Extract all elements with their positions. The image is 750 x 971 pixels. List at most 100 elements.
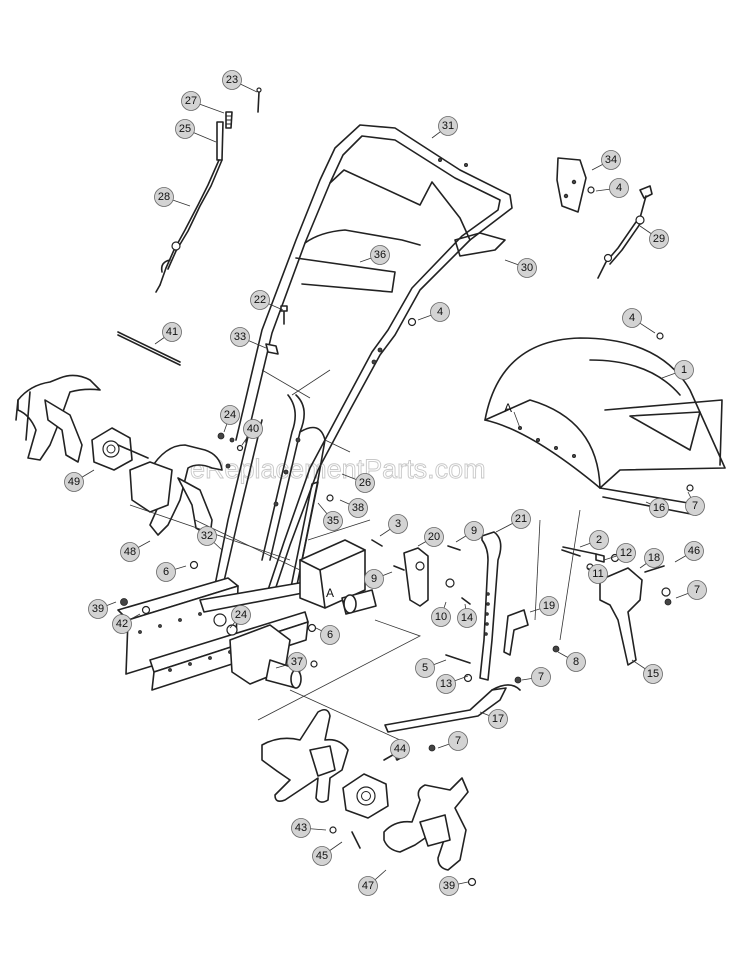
callout-circle xyxy=(222,70,242,90)
callout-label: 9 xyxy=(371,573,377,585)
callout-label: 6 xyxy=(327,629,333,641)
callout-label: 27 xyxy=(185,95,197,107)
callout-circle xyxy=(291,818,311,838)
callout-circle xyxy=(649,498,669,518)
callout-circle xyxy=(355,473,375,493)
callout-circle xyxy=(64,472,84,492)
callout-label: 10 xyxy=(435,611,447,623)
callout-label: 12 xyxy=(620,547,632,559)
callout-label: 17 xyxy=(492,713,504,725)
callout-circle xyxy=(287,652,307,672)
callout-circle xyxy=(464,521,484,541)
callout-circle xyxy=(448,731,468,751)
callout-circle xyxy=(430,302,450,322)
callout-label: 44 xyxy=(394,743,406,755)
watermark-text: eReplacementParts.com xyxy=(190,454,486,484)
callout-label: 4 xyxy=(629,312,635,324)
callout-label: 13 xyxy=(440,678,452,690)
callout-label: 49 xyxy=(68,476,80,488)
callout-circle xyxy=(649,229,669,249)
callout-circle xyxy=(517,258,537,278)
callout-label: 26 xyxy=(359,477,371,489)
callout-label: 48 xyxy=(124,546,136,558)
callout-label: 33 xyxy=(234,331,246,343)
tine-guard xyxy=(484,332,726,516)
callout-label: 24 xyxy=(224,409,236,421)
drag-bar xyxy=(384,684,521,733)
callout-label: 42 xyxy=(116,618,128,630)
reference-letter-a-transmission: A xyxy=(326,586,334,600)
callout-circle xyxy=(220,405,240,425)
callout-label: 16 xyxy=(653,502,665,514)
callout-circle xyxy=(566,652,586,672)
callout-label: 24 xyxy=(235,609,247,621)
callout-circle xyxy=(424,527,444,547)
callout-label: 9 xyxy=(471,525,477,537)
small-hardware-left xyxy=(117,305,288,366)
callout-label: 22 xyxy=(254,294,266,306)
callout-label: 8 xyxy=(573,656,579,668)
callout-circle xyxy=(323,511,343,531)
callout-label: 30 xyxy=(521,262,533,274)
callout-circle xyxy=(388,514,408,534)
callout-circle xyxy=(250,290,270,310)
callout-circle xyxy=(685,496,705,516)
callout-label: 4 xyxy=(437,306,443,318)
callout-circle xyxy=(370,245,390,265)
callout-circle xyxy=(531,667,551,687)
callout-label: 14 xyxy=(461,612,473,624)
callout-circle xyxy=(439,876,459,896)
callout-label: 36 xyxy=(374,249,386,261)
throttle-cable-assembly xyxy=(155,87,262,293)
callout-label: 21 xyxy=(515,513,527,525)
callout-circle xyxy=(231,605,251,625)
callout-circle xyxy=(390,739,410,759)
callout-circle xyxy=(197,526,217,546)
callout-circle xyxy=(156,562,176,582)
tine-assembly-left xyxy=(15,374,223,537)
callout-label: 47 xyxy=(362,880,374,892)
callout-label: 40 xyxy=(247,423,259,435)
callout-label: 46 xyxy=(688,545,700,557)
callout-circle xyxy=(162,322,182,342)
callout-circle xyxy=(175,119,195,139)
callout-label: 23 xyxy=(226,74,238,86)
handle-column xyxy=(213,394,326,593)
callout-circle xyxy=(358,876,378,896)
callout-label: 29 xyxy=(653,233,665,245)
handle-bar xyxy=(235,124,513,591)
callout-circle xyxy=(644,548,664,568)
callout-circle xyxy=(320,625,340,645)
callout-label: 19 xyxy=(543,600,555,612)
callout-circle xyxy=(438,116,458,136)
callout-circle xyxy=(622,308,642,328)
callout-circle xyxy=(112,614,132,634)
callout-circle xyxy=(415,658,435,678)
callout-label: 11 xyxy=(592,568,603,580)
callout-label: 5 xyxy=(422,662,428,674)
callout-circle xyxy=(230,327,250,347)
callout-label: 35 xyxy=(327,515,339,527)
callout-label: 43 xyxy=(295,822,307,834)
callout-label: 32 xyxy=(201,530,213,542)
callout-circle xyxy=(589,530,609,550)
callout-label: 18 xyxy=(648,552,660,564)
callout-label: 1 xyxy=(681,364,687,376)
callout-label: 38 xyxy=(352,502,364,514)
callout-label: 25 xyxy=(179,123,191,135)
callout-circle xyxy=(511,509,531,529)
callout-circle xyxy=(436,674,456,694)
callout-label: 4 xyxy=(616,182,622,194)
callout-circle xyxy=(181,91,201,111)
callout-circle xyxy=(674,360,694,380)
callout-label: 7 xyxy=(692,500,698,512)
choke-cable xyxy=(597,185,653,279)
tine-assembly-bottom xyxy=(261,708,477,887)
callout-circle xyxy=(154,187,174,207)
callout-label: 45 xyxy=(316,850,328,862)
callout-circle xyxy=(539,596,559,616)
depth-stake-assembly xyxy=(403,531,671,681)
callout-label: 39 xyxy=(443,880,455,892)
callout-circle xyxy=(431,607,451,627)
